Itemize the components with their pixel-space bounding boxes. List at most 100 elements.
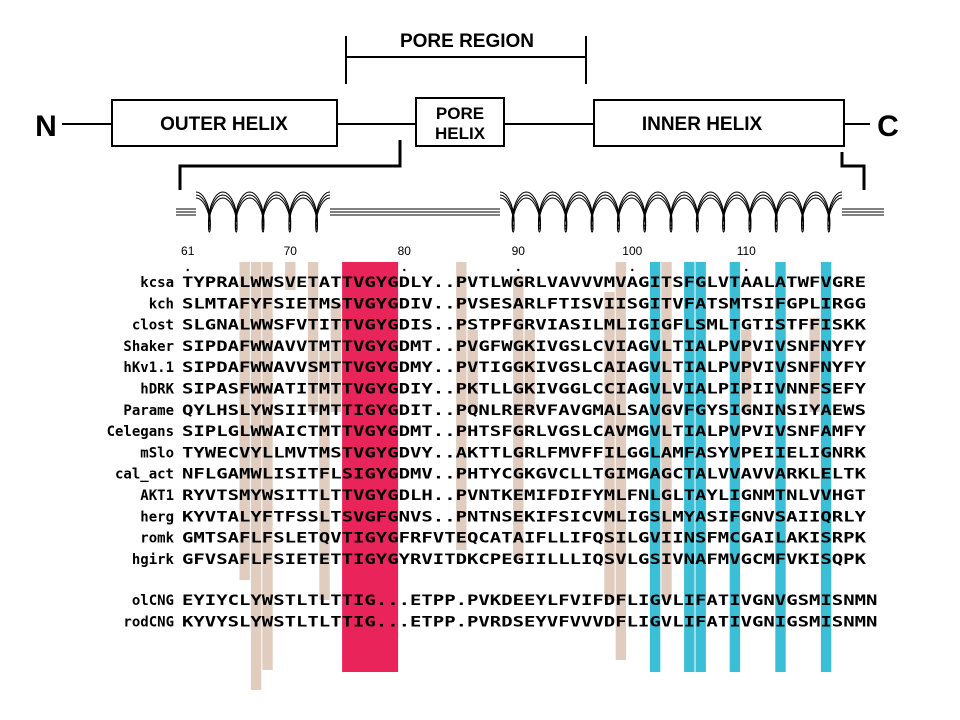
conserved-column (239, 262, 250, 580)
sequence-name: romk (140, 531, 174, 547)
inner-helix-column (820, 262, 832, 672)
alignment-row: kch SLMTAFYFSIETMSTVGYGDIV..PVSESARLFTISV… (149, 296, 866, 312)
inner-helix-label: INNER HELIX (642, 114, 763, 135)
sequence-name: mSlo (140, 445, 174, 461)
sequence-name: kcsa (140, 275, 174, 291)
conserved-column (513, 276, 524, 560)
alignment-row: herg KYVTALYFTFSSLTSVGFGNVS..PNTNSEKIFSIC… (140, 509, 866, 525)
conserved-column (467, 330, 478, 412)
alignment-row: clost SLGNALWWSFVTITTVGYGDIS..PSTPFGRVIAS… (132, 318, 867, 334)
conserved-column (285, 262, 296, 290)
sequence-residues: QYLHSLYWSIITMTTIGYGDIT..PQNLRERVFAVGMALS… (182, 403, 866, 419)
right-zoom-bracket (840, 152, 866, 190)
inner-helix-column (775, 262, 786, 672)
sequence-residues: SLMTAFYFSIETMSTVGYGDIV..PVSESARLFTISVIIS… (182, 296, 866, 312)
sequence-name: hKv1.1 (123, 360, 174, 376)
ruler-dot (403, 268, 406, 272)
alignment-row: cal_act NFLGAMWLISITFLSIGYGDMV..PHTYCGKGV… (115, 467, 867, 483)
sequence-residues: NFLGAMWLISITFLSIGYGDMV..PHTYCGKGVCLLTGIM… (182, 467, 867, 483)
left-zoom-bracket (178, 140, 402, 190)
ruler-label: 100 (622, 244, 642, 258)
sequence-residues: SIPLGLWWAICTMTTVGYGDMT..PHTSFGRLVGSLCAVM… (182, 424, 867, 440)
helix-strand (195, 194, 331, 230)
ruler-dot (745, 268, 748, 272)
ruler-label: 61 (181, 244, 195, 258)
inner-helix-box (593, 99, 845, 147)
alignment-row: rodCNG KYVYSLYWSTLTLTTIG...ETPP.PVRDSEYVF… (123, 615, 877, 631)
sequence-residues: TYWECVYLLMVTMSTVGYGDVY..AKTTLGRLFMVFFILG… (182, 445, 867, 461)
pore-helix-box (415, 97, 505, 147)
helix-strand (195, 197, 331, 233)
inner-helix-coil (499, 191, 843, 233)
pore-region-label-bg (385, 27, 549, 51)
ruler-dot (517, 268, 520, 272)
selectivity-filter-highlight (342, 262, 399, 672)
topology-diagram: N C PORE REGION OUTER HELIX PORE HELIX I… (35, 27, 899, 190)
conserved-column (524, 330, 535, 412)
inner-helix-column (695, 262, 706, 672)
alignment-row: Celegans SIPLGLWWAICTMTTVGYGDMT..PHTSFGRL… (107, 424, 867, 440)
inner-helix-column (729, 262, 741, 672)
sequence-name: Parame (123, 403, 174, 419)
sequence-residues: SIPASFWWATITMTTVGYGDIY..PKTLLGKIVGGLCCIA… (182, 382, 867, 398)
sequence-residues: EYIYCLYWSTLTLTTIG...ETPP.PVKDEEYLFVIFDFL… (182, 593, 877, 609)
sequence-name: clost (132, 318, 174, 334)
pore-helix-coil (195, 191, 331, 233)
pore-region-label: PORE REGION (400, 31, 534, 52)
ruler-dot (631, 268, 634, 272)
sequence-residues: SLGNALWWSFVTITTVGYGDIS..PSTPFGRVIASILMLI… (182, 318, 867, 334)
sequence-name: cal_act (115, 467, 174, 483)
sequence-residues: TYPRALWWSVETATTVGYGDLY..PVTLWGRLVAVVVMVA… (182, 275, 866, 291)
ruler-dot (186, 268, 189, 272)
helix-strand (499, 191, 843, 227)
sequence-residues: SIPDAFWWAVVSMTTVGYGDMY..PVTIGGKIVGSLCAIA… (182, 360, 867, 376)
sequence-residues: RYVTSMYWSITTLTTVGYGDLH..PVNTKEMIFDIFYMLF… (182, 488, 866, 504)
ruler-label: 80 (398, 244, 412, 258)
sequence-name: Shaker (123, 339, 174, 355)
conserved-column (262, 262, 273, 670)
conserved-column (604, 292, 615, 600)
pore-region-bracket (345, 36, 587, 84)
pore-helix-label-line1: PORE (436, 104, 484, 123)
alignment-row: olCNG EYIYCLYWSTLTLTTIG...ETPP.PVKDEEYLFV… (132, 593, 878, 609)
alignment-row: mSlo TYWECVYLLMVTMSTVGYGDVY..AKTTLGRLFMVF… (140, 445, 866, 461)
sequence-name: herg (140, 509, 174, 525)
residue-number-ruler: 61 70 80 90 100 110 (181, 244, 756, 272)
c-terminus-label: C (877, 110, 899, 143)
sequence-name: Celegans (107, 424, 174, 440)
secondary-structure-helices (176, 191, 884, 233)
helix-strand (195, 191, 331, 227)
sequence-name: olCNG (132, 593, 174, 609)
sequence-name: rodCNG (123, 615, 174, 631)
conserved-column (615, 262, 627, 660)
sequence-residues: KYVYSLYWSTLTLTTIG...ETPP.PVRDSEYVFVVVDFL… (182, 615, 877, 631)
pore-helix-label-line2: HELIX (435, 124, 486, 143)
sequence-name: AKT1 (140, 488, 174, 504)
sequence-name: kch (149, 296, 174, 312)
conserved-column (307, 262, 319, 412)
outer-helix-box (111, 99, 338, 147)
ruler-label: 70 (284, 244, 298, 258)
outer-helix-label: OUTER HELIX (160, 114, 288, 135)
ruler-label: 90 (512, 244, 526, 258)
sequence-alignment: kcsa TYPRALWWSVETATTVGYGDLY..PVTLWGRLVAVV… (107, 275, 878, 631)
inner-helix-column (649, 262, 661, 672)
alignment-row: hDRK SIPASFWWATITMTTVGYGDIY..PKTLLGKIVGGL… (140, 382, 866, 398)
alignment-row: kcsa TYPRALWWSVETATTVGYGDLY..PVTLWGRLVAVV… (140, 275, 866, 291)
alignment-row: Parame QYLHSLYWSIITMTTIGYGDIT..PQNLRERVFA… (123, 403, 866, 419)
sequence-name: hgirk (132, 552, 175, 568)
sequence-name: hDRK (140, 382, 174, 398)
ruler-label: 110 (737, 244, 756, 258)
helix-strand (499, 197, 843, 233)
conserved-column (741, 330, 752, 412)
conserved-column (319, 350, 330, 600)
conserved-column (250, 262, 262, 690)
alignment-highlights (239, 262, 832, 690)
sequence-residues: KYVTALYFTFSSLTSVGFGNVS..PNTNSEKIFSICVMLI… (182, 509, 867, 525)
conserved-column (661, 262, 672, 600)
inner-helix-column (684, 262, 695, 672)
